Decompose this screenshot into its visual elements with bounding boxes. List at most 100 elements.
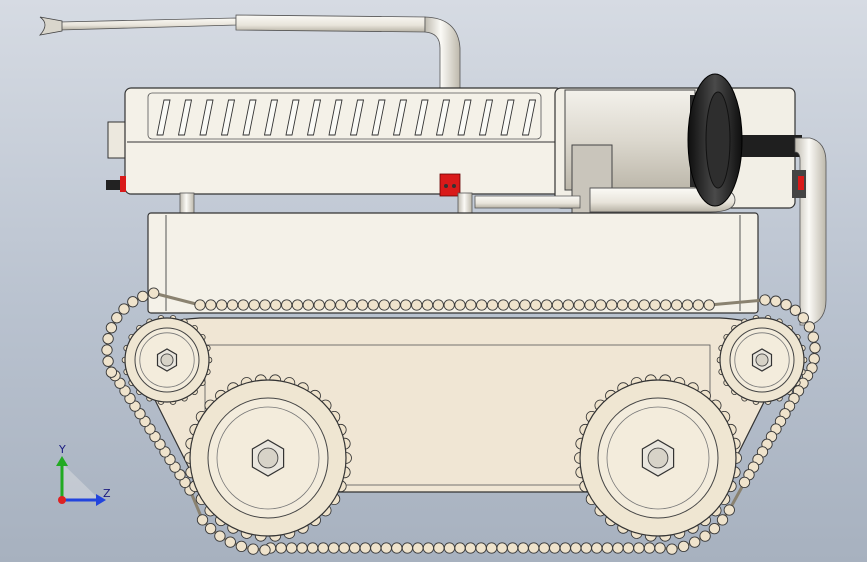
- track-link: [703, 299, 715, 311]
- track-link: [391, 542, 403, 554]
- track-link: [759, 294, 771, 306]
- track-link: [677, 540, 690, 553]
- track-link: [616, 299, 629, 311]
- track-link: [497, 299, 509, 311]
- track-link: [226, 299, 239, 311]
- control-box[interactable]: [106, 87, 563, 197]
- track-link: [281, 299, 293, 311]
- track-link: [214, 530, 226, 542]
- track-link: [551, 299, 564, 311]
- track-link: [486, 299, 499, 311]
- track-link: [370, 542, 382, 554]
- track-link: [454, 542, 466, 554]
- track-link: [237, 299, 249, 311]
- track-link: [338, 542, 350, 554]
- track-link: [432, 299, 444, 311]
- track-link: [400, 299, 412, 311]
- track-link: [797, 312, 809, 324]
- track-link: [465, 299, 477, 311]
- track-link: [443, 542, 456, 554]
- track-link: [285, 542, 298, 554]
- vent-slot: [500, 99, 515, 136]
- track-link: [111, 312, 123, 324]
- red-connector[interactable]: [439, 173, 461, 197]
- track-link: [601, 542, 614, 554]
- z-axis-label: Z: [103, 487, 111, 500]
- track-link: [660, 299, 672, 311]
- track-link: [105, 366, 118, 378]
- view-orientation-triad[interactable]: Y Z: [56, 443, 111, 506]
- vent-slot: [242, 99, 257, 136]
- track-link: [422, 542, 435, 554]
- track-link: [723, 504, 735, 516]
- track-link: [291, 299, 304, 311]
- track-link: [496, 542, 508, 554]
- x-axis-point: [58, 496, 66, 504]
- track-link: [580, 542, 592, 554]
- left-bolt: [106, 180, 120, 190]
- track-link: [389, 299, 401, 311]
- track-link: [306, 542, 319, 554]
- vent-slot: [156, 99, 171, 136]
- track-link: [528, 542, 540, 554]
- vent-slot: [435, 99, 451, 136]
- vent-slot: [521, 99, 537, 136]
- vent-slot: [306, 99, 322, 136]
- track-link: [378, 299, 390, 311]
- track-link: [349, 542, 361, 554]
- track-link: [622, 542, 635, 554]
- wheel-set[interactable]: [121, 315, 808, 542]
- track-link: [224, 536, 236, 548]
- track-belt[interactable]: [101, 287, 821, 556]
- track-link: [559, 542, 571, 554]
- track-link: [689, 536, 701, 548]
- vent-slot: [414, 99, 429, 136]
- vent-slot: [285, 99, 300, 136]
- front-drive-wheel[interactable]: [184, 374, 352, 542]
- track-link: [205, 299, 217, 311]
- track-link: [692, 299, 704, 311]
- track-link: [573, 299, 585, 311]
- track-link: [475, 542, 487, 554]
- vent-slot: [177, 99, 193, 136]
- track-link: [235, 540, 248, 553]
- track-link: [302, 299, 314, 311]
- track-link: [612, 542, 624, 554]
- y-axis-label: Y: [58, 443, 66, 456]
- front-idler-wheel[interactable]: [121, 315, 213, 405]
- track-link: [247, 543, 259, 555]
- track-link: [118, 303, 130, 315]
- track-link: [627, 299, 639, 311]
- antenna[interactable]: [38, 14, 461, 91]
- track-link: [770, 295, 782, 307]
- rear-idler-wheel[interactable]: [716, 315, 808, 405]
- vent-slot: [263, 99, 279, 136]
- track-link: [591, 542, 603, 554]
- track-link: [570, 542, 582, 554]
- track-link: [671, 299, 683, 311]
- track-link: [411, 299, 423, 311]
- track-link: [808, 353, 820, 365]
- track-link: [454, 299, 466, 311]
- track-link: [433, 542, 445, 554]
- track-link: [194, 299, 206, 311]
- track-link: [259, 299, 271, 311]
- track-link: [216, 299, 228, 311]
- track-link: [541, 299, 553, 311]
- vent-slot: [220, 99, 236, 136]
- track-link: [803, 321, 816, 333]
- track-link: [549, 542, 561, 554]
- track-link: [464, 542, 477, 554]
- track-link: [380, 542, 392, 554]
- track-link: [248, 299, 260, 311]
- track-link: [105, 322, 118, 334]
- track-link: [681, 299, 694, 311]
- tire-ring[interactable]: [687, 73, 743, 207]
- rear-drive-wheel[interactable]: [574, 374, 742, 542]
- track-link: [807, 331, 819, 343]
- track-link: [196, 514, 209, 526]
- track-link: [328, 542, 340, 554]
- support-frame: [147, 192, 759, 314]
